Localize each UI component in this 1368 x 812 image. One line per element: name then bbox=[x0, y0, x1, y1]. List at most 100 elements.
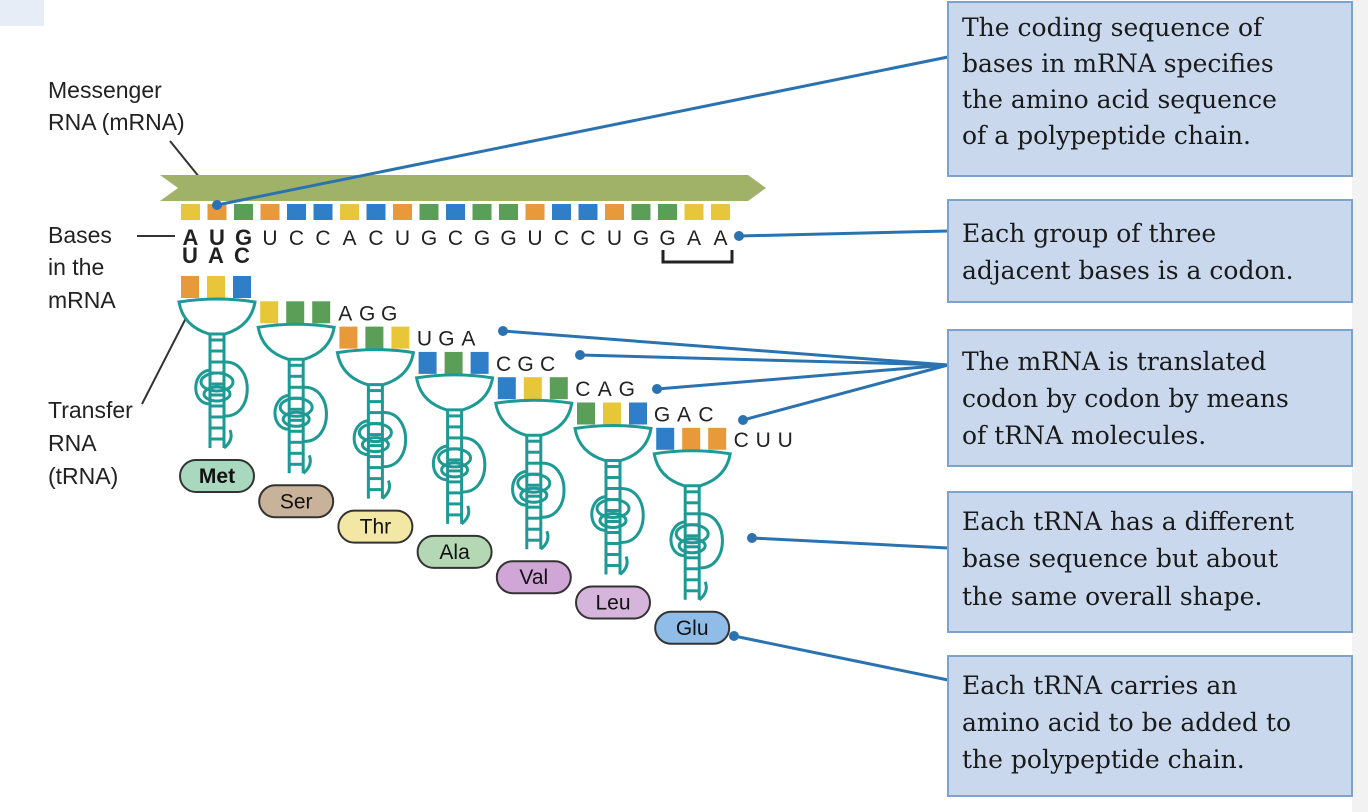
callout-dot-trna-3 bbox=[652, 384, 662, 394]
trna-arm-loop bbox=[440, 461, 470, 479]
callout-shape-line2: base sequence but about bbox=[962, 544, 1278, 573]
trna-side-arm bbox=[352, 419, 369, 457]
mrna-ribbon bbox=[160, 175, 766, 201]
anticodon-letter: G bbox=[381, 302, 397, 325]
mrna-base-letter: C bbox=[315, 227, 330, 250]
trna-side-arm bbox=[669, 520, 686, 558]
mrna-base-tick bbox=[525, 204, 545, 220]
label-bases-line3: mRNA bbox=[48, 287, 116, 313]
mrna-base-tick bbox=[711, 204, 730, 220]
trna-arm-loop bbox=[278, 396, 314, 418]
mrna-base-tick bbox=[393, 204, 412, 220]
mrna-base-tick bbox=[234, 204, 253, 220]
trna-side-arm bbox=[223, 360, 249, 418]
trna-anticodon-loop bbox=[494, 398, 574, 437]
anticodon-block bbox=[207, 276, 225, 298]
anticodon-block bbox=[286, 301, 305, 324]
mrna-base-letter: G bbox=[633, 227, 649, 250]
mrna-base-letter: U bbox=[395, 227, 410, 250]
anticodon-block bbox=[629, 402, 647, 425]
mrna-base-letter: C bbox=[554, 227, 569, 250]
trna-acceptor-tail bbox=[539, 530, 550, 551]
anticodon-letter: A bbox=[338, 302, 352, 325]
callout-line-codon bbox=[738, 229, 949, 238]
callout-line-trna-2 bbox=[579, 353, 949, 367]
trna-side-arm bbox=[382, 411, 407, 469]
anticodon-block bbox=[339, 326, 358, 349]
callout-line-trna-3 bbox=[656, 363, 949, 391]
callout-coding-line3: the amino acid sequence bbox=[962, 85, 1277, 114]
trna-side-arm bbox=[540, 461, 566, 519]
trna-acceptor-tail bbox=[381, 480, 392, 500]
anticodon-letter: A bbox=[677, 404, 691, 427]
callout-dot-trna-2 bbox=[575, 350, 585, 360]
mrna-base-letter: A bbox=[713, 227, 727, 250]
right-edge-shadow bbox=[1352, 0, 1368, 812]
anticodon-letter: G bbox=[619, 378, 635, 401]
mrna-base-letter: G bbox=[474, 227, 490, 250]
mrna-base-tick bbox=[499, 204, 518, 220]
trna-arm-loop bbox=[598, 512, 628, 529]
trna-arm-loop bbox=[674, 523, 710, 545]
anticodon-block bbox=[682, 427, 701, 450]
trna-acceptor-tail bbox=[698, 581, 708, 601]
mrna-base-letter: C bbox=[448, 227, 463, 250]
callout-dot-trna-4 bbox=[738, 415, 748, 425]
anticodon-block bbox=[497, 377, 516, 400]
trna-side-arm bbox=[194, 368, 211, 406]
mrna-base-tick bbox=[631, 204, 651, 220]
amino-acid-oval bbox=[495, 560, 572, 595]
mrna-base-tick bbox=[658, 204, 677, 220]
anticodon-letter: C bbox=[234, 243, 250, 268]
mrna-base-tick bbox=[287, 204, 306, 220]
mrna-base-tick bbox=[605, 204, 624, 220]
anticodon-block bbox=[444, 351, 463, 374]
mrna-base-tick bbox=[472, 204, 492, 220]
callout-amino-line1: Each tRNA carries an bbox=[962, 671, 1237, 700]
callout-line-coding bbox=[216, 55, 949, 207]
label-transfer-line1: Transfer bbox=[48, 397, 133, 423]
label-bases-line1: Bases bbox=[48, 222, 112, 248]
callout-translated-line3: of tRNA molecules. bbox=[962, 421, 1206, 450]
anticodon-letter: U bbox=[756, 429, 771, 452]
callout-translated-line2: codon by codon by means bbox=[962, 384, 1289, 413]
callout-coding-line4: of a polypeptide chain. bbox=[962, 121, 1251, 150]
amino-acid-label: Glu bbox=[676, 617, 709, 640]
anticodon-letter: A bbox=[598, 378, 612, 401]
anticodon-letter: C bbox=[734, 429, 749, 452]
trna-arm-loop bbox=[202, 385, 232, 403]
mrna-base-tick bbox=[552, 204, 571, 220]
trna-side-arm bbox=[699, 512, 724, 570]
anticodon-block bbox=[391, 326, 410, 349]
mrna-base-letter: A bbox=[183, 225, 199, 250]
trna-anticodon-loop bbox=[652, 449, 732, 488]
callout-dot-codon bbox=[734, 231, 744, 241]
anticodon-block bbox=[549, 377, 568, 400]
anticodon-letter: U bbox=[778, 429, 793, 452]
mrna-base-tick bbox=[207, 204, 227, 220]
amino-acid-label: Ser bbox=[280, 490, 313, 513]
trna-arm-loop bbox=[677, 537, 707, 555]
callout-lines bbox=[212, 55, 949, 682]
trna-arm-loop bbox=[199, 371, 235, 393]
mrna-base-tick bbox=[446, 204, 465, 220]
trna-side-arm bbox=[432, 444, 448, 482]
callout-box-translated: The mRNA is translated codon by codon by… bbox=[947, 329, 1353, 467]
label-transfer-line2: RNA bbox=[48, 430, 97, 456]
anticodon-block bbox=[418, 351, 437, 374]
callout-shape-line1: Each tRNA has a different bbox=[962, 507, 1294, 536]
mrna-base-letter: G bbox=[500, 227, 516, 250]
callout-line-amino bbox=[733, 634, 949, 682]
mrna-base-tick bbox=[260, 204, 280, 220]
amino-acid-label: Leu bbox=[595, 592, 630, 615]
mrna-base-letter: C bbox=[580, 227, 595, 250]
label-messenger-line2: RNA (mRNA) bbox=[48, 109, 185, 135]
trna-acceptor-tail bbox=[460, 505, 471, 526]
trna-arm-loop bbox=[281, 410, 311, 428]
